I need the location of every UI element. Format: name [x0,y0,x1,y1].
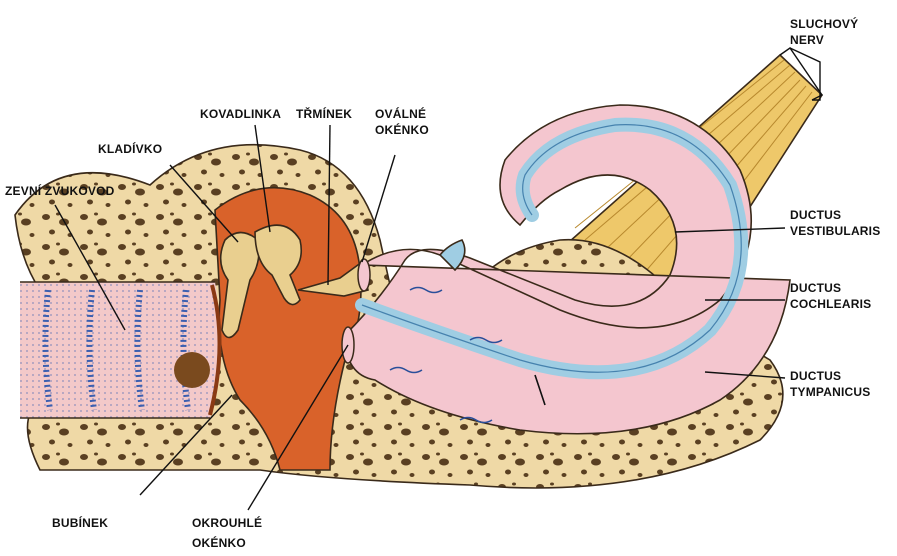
label-trminek: TŘMÍNEK [296,106,352,121]
label-ovalne-okenko-2: OKÉNKO [375,122,429,137]
label-ductus-cochlearis-1: DUCTUS [790,281,841,295]
label-okrouhle-okenko-2: OKÉNKO [192,535,246,550]
label-sluchovy-nerv-2: NERV [790,33,824,47]
label-sluchovy-nerv-1: SLUCHOVÝ [790,16,858,31]
oval-window [358,259,370,291]
ear-wax [174,352,210,388]
label-ductus-vestibularis-2: VESTIBULARIS [790,224,880,238]
label-ductus-vestibularis-1: DUCTUS [790,208,841,222]
external-auditory-canal [20,282,219,418]
label-zevni-zvukovod: ZEVNÍ ZVUKOVOD [5,183,115,198]
label-kladivko: KLADÍVKO [98,141,162,156]
label-ovalne-okenko-1: OVÁLNÉ [375,106,426,121]
label-ductus-tympanicus-2: TYMPANICUS [790,385,870,399]
label-okrouhle-okenko-1: OKROUHLÉ [192,515,262,530]
label-ductus-cochlearis-2: COCHLEARIS [790,297,871,311]
label-kovadlinka: KOVADLINKA [200,107,281,121]
label-ductus-tympanicus-1: DUCTUS [790,369,841,383]
label-bubinek: BUBÍNEK [52,515,108,530]
